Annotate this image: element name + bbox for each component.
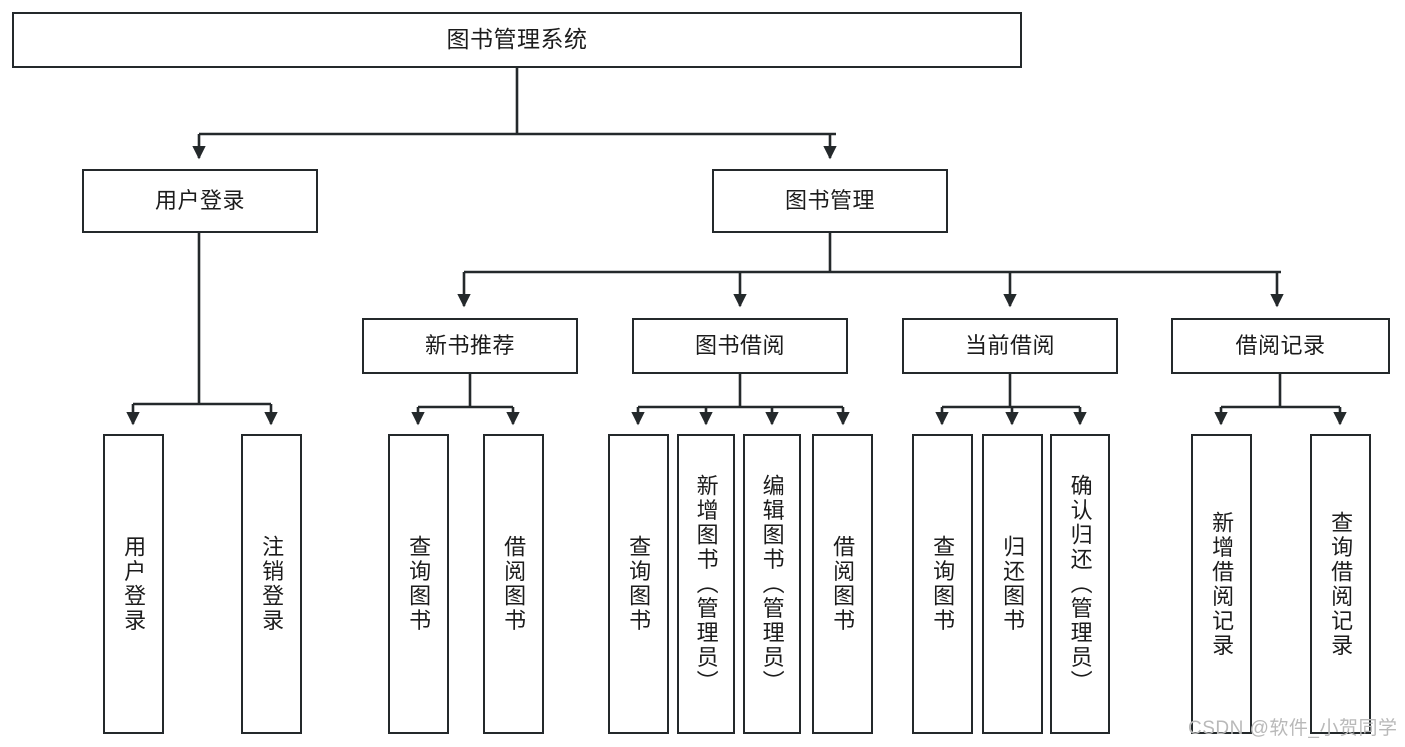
node-label: 查询借阅记录 xyxy=(1328,510,1354,658)
node-book-borrow[interactable]: 图书借阅 xyxy=(632,318,848,374)
leaf-book-borrow-add[interactable]: 新增图书（管理员） xyxy=(677,434,735,734)
node-label: 查询图书 xyxy=(930,535,956,633)
leaf-book-borrow-borrow[interactable]: 借阅图书 xyxy=(812,434,873,734)
node-label: 归还图书 xyxy=(1000,535,1026,633)
leaf-borrow-record-query[interactable]: 查询借阅记录 xyxy=(1310,434,1371,734)
node-borrow-record[interactable]: 借阅记录 xyxy=(1171,318,1390,374)
node-label: 图书借阅 xyxy=(694,333,785,359)
node-label: 用户登录 xyxy=(154,188,245,214)
node-label: 新增图书（管理员） xyxy=(693,473,719,695)
node-current-borrow[interactable]: 当前借阅 xyxy=(902,318,1118,374)
watermark-text: CSDN @软件_小贺同学 xyxy=(1188,718,1398,739)
node-label: 用户登录 xyxy=(121,535,147,633)
leaf-current-borrow-confirm-return[interactable]: 确认归还（管理员） xyxy=(1050,434,1110,734)
node-book-management[interactable]: 图书管理 xyxy=(712,169,948,233)
leaf-current-borrow-return[interactable]: 归还图书 xyxy=(982,434,1043,734)
leaf-book-borrow-edit[interactable]: 编辑图书（管理员） xyxy=(743,434,801,734)
node-new-book-recommend[interactable]: 新书推荐 xyxy=(362,318,578,374)
leaf-borrow-record-add[interactable]: 新增借阅记录 xyxy=(1191,434,1252,734)
node-root-system[interactable]: 图书管理系统 xyxy=(12,12,1022,68)
node-label: 借阅图书 xyxy=(830,535,856,633)
node-label: 借阅记录 xyxy=(1235,333,1326,359)
leaf-new-book-borrow[interactable]: 借阅图书 xyxy=(483,434,544,734)
node-label: 新书推荐 xyxy=(424,333,515,359)
node-label: 注销登录 xyxy=(259,535,285,633)
node-label: 新增借阅记录 xyxy=(1209,510,1235,658)
node-label: 图书管理系统 xyxy=(446,26,588,53)
leaf-user-login-logout[interactable]: 注销登录 xyxy=(241,434,302,734)
node-user-login[interactable]: 用户登录 xyxy=(82,169,318,233)
node-label: 当前借阅 xyxy=(964,333,1055,359)
node-label: 查询图书 xyxy=(626,535,652,633)
node-label: 编辑图书（管理员） xyxy=(759,473,785,695)
node-label: 确认归还（管理员） xyxy=(1067,473,1093,695)
node-label: 借阅图书 xyxy=(501,535,527,633)
node-label: 图书管理 xyxy=(784,188,875,214)
leaf-user-login-login[interactable]: 用户登录 xyxy=(103,434,164,734)
node-label: 查询图书 xyxy=(406,535,432,633)
leaf-book-borrow-query[interactable]: 查询图书 xyxy=(608,434,669,734)
leaf-new-book-query[interactable]: 查询图书 xyxy=(388,434,449,734)
leaf-current-borrow-query[interactable]: 查询图书 xyxy=(912,434,973,734)
